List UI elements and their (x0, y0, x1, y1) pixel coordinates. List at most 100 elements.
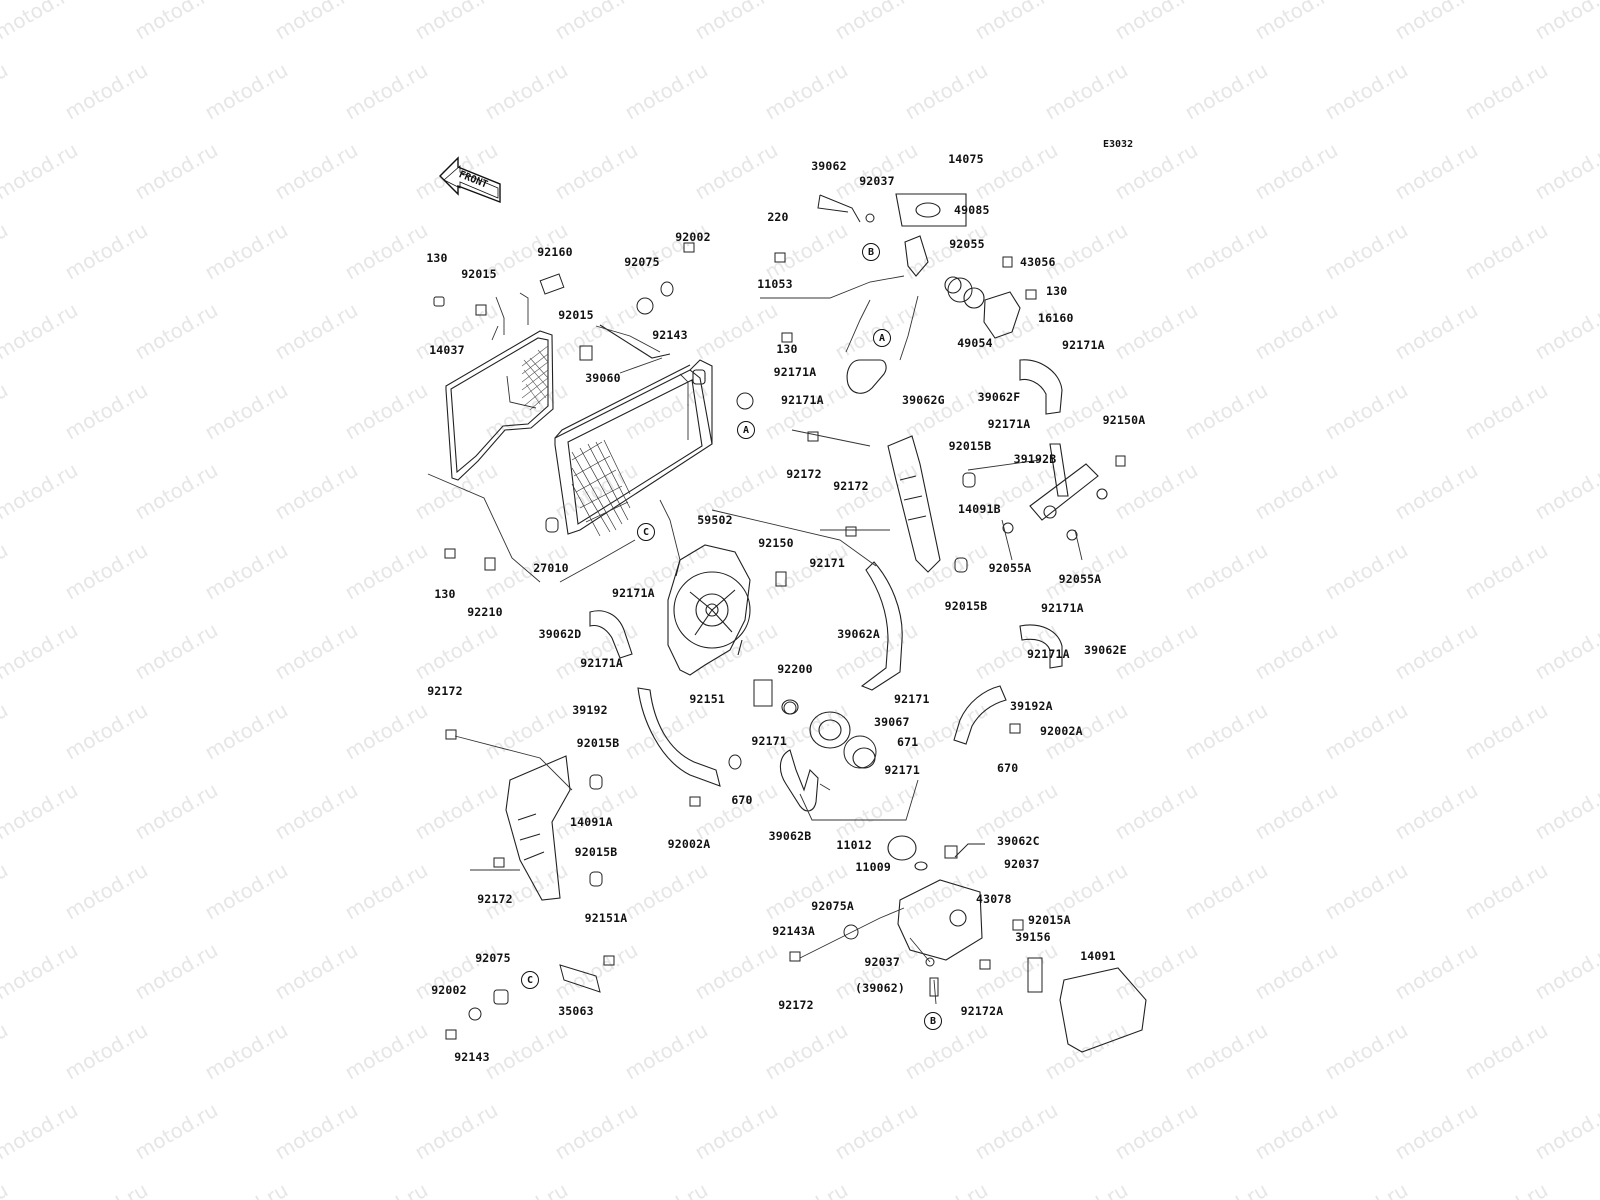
cover-slots-b (899, 475, 927, 521)
callout-a-left: A (737, 421, 755, 439)
part-label-14091a: 14091A (570, 815, 613, 829)
callout-b-top: B (862, 243, 880, 261)
radiator-part (554, 359, 713, 535)
part-label-39062c: 39062C (997, 834, 1040, 848)
part-label-92002-1: 92002 (675, 230, 711, 244)
part-label-92015b-1: 92015B (948, 439, 992, 453)
radiator-core (571, 439, 631, 537)
screen-mesh (521, 345, 549, 411)
part-label-49054: 49054 (957, 336, 993, 350)
part-label-14037: 14037 (429, 343, 465, 357)
part-label-43078: 43078 (976, 892, 1012, 906)
part-label-92210: 92210 (467, 605, 503, 619)
part-label-39192b: 39192B (1013, 452, 1057, 466)
part-label-92200: 92200 (777, 662, 813, 676)
part-label-92171a-l1: 92171A (612, 586, 655, 600)
part-label-92143a: 92143A (772, 924, 815, 938)
part-label-39156: 39156 (1015, 930, 1051, 944)
hose-39062e (1019, 624, 1063, 669)
part-label-39067: 39067 (874, 715, 910, 729)
part-label-49085: 49085 (954, 203, 990, 217)
part-label-11009: 11009 (855, 860, 891, 874)
part-label-92171a-r4: 92171A (1027, 647, 1070, 661)
part-label-14091b: 14091B (958, 502, 1001, 516)
part-label-130-center: 130 (776, 342, 798, 356)
part-label-92055a-2: 92055A (1058, 572, 1102, 586)
callout-b-bottom: B (924, 1012, 942, 1030)
part-label-92037-top: 92037 (859, 174, 895, 188)
hose-39062a (860, 561, 903, 691)
part-label-92037-c: 92037 (864, 955, 900, 969)
cooling-fan-part (667, 544, 751, 676)
part-label-14091: 14091 (1080, 949, 1116, 963)
part-label-92037-b: 92037 (1004, 857, 1040, 871)
hardware-fasteners (433, 194, 1126, 1040)
part-label-92171-d: 92171 (884, 763, 920, 777)
reservoir-tank-part (887, 835, 983, 961)
part-label-92015a: 92015A (1028, 913, 1071, 927)
part-label-92171a-c2: 92171A (781, 393, 824, 407)
part-label-92151: 92151 (689, 692, 725, 706)
radiator-screen-part (445, 330, 554, 481)
part-label-92143-2: 92143 (454, 1050, 490, 1064)
part-label-92002-2: 92002 (431, 983, 467, 997)
part-label-92015b-left2: 92015B (574, 845, 618, 859)
hose-39192a (953, 685, 1007, 745)
part-label-39062-paren: (39062) (855, 981, 905, 995)
part-label-670-l: 670 (731, 793, 753, 807)
part-label-39192a: 39192A (1010, 699, 1053, 713)
part-label-35063: 35063 (558, 1004, 594, 1018)
cover-slots-a (517, 813, 545, 861)
diagram-code: E3032 (1103, 139, 1134, 150)
part-label-92172-2: 92172 (833, 479, 869, 493)
part-label-11012: 11012 (836, 838, 872, 852)
part-label-39062g: 39062G (902, 393, 945, 407)
part-label-92171: 92171 (809, 556, 845, 570)
part-label-39062e: 39062E (1084, 643, 1127, 657)
hose-39062b (779, 749, 819, 812)
part-label-43056: 43056 (1020, 255, 1056, 269)
part-label-92075-2: 92075 (475, 951, 511, 965)
part-label-130-left1: 130 (426, 251, 448, 265)
leader-lines (427, 275, 1083, 1005)
part-label-92150: 92150 (758, 536, 794, 550)
part-label-92172-b: 92172 (778, 998, 814, 1012)
cover-14091 (1059, 967, 1147, 1053)
part-label-92171-b: 92171 (894, 692, 930, 706)
part-label-92172a: 92172A (960, 1004, 1004, 1018)
part-label-130-right: 130 (1046, 284, 1068, 298)
hose-39192 (637, 687, 721, 787)
thermostat-housing-part (944, 276, 1021, 339)
filler-neck-part (895, 193, 967, 277)
part-label-39062f: 39062F (977, 390, 1021, 404)
hose-39062g (846, 359, 887, 394)
side-cover-14091a (505, 755, 571, 901)
part-label-92151a: 92151A (584, 911, 628, 925)
part-label-92075a: 92075A (811, 899, 854, 913)
part-label-92172-left1: 92172 (427, 684, 463, 698)
part-label-92002a-r: 92002A (1040, 724, 1083, 738)
part-label-39060: 39060 (585, 371, 621, 385)
part-label-92171a-r3: 92171A (1041, 601, 1084, 615)
part-label-92015-left2: 92015 (558, 308, 594, 322)
part-label-39062: 39062 (811, 159, 847, 173)
part-label-92171a-c1: 92171A (773, 365, 817, 379)
part-label-671: 671 (897, 735, 919, 749)
front-direction-arrow: FRONT (439, 156, 501, 204)
part-label-92171-c: 92171 (751, 734, 787, 748)
part-label-92002a-l: 92002A (667, 837, 711, 851)
part-label-59502: 59502 (697, 513, 733, 527)
part-label-39062a: 39062A (837, 627, 880, 641)
part-label-27010: 27010 (533, 561, 569, 575)
part-label-92143-1: 92143 (652, 328, 688, 342)
part-label-39062b: 39062B (768, 829, 812, 843)
part-label-92171a-r2: 92171A (987, 417, 1031, 431)
part-label-11053: 11053 (757, 277, 793, 291)
part-label-92075-1: 92075 (624, 255, 660, 269)
callout-c-bottom: C (521, 971, 539, 989)
part-label-92015-left1: 92015 (461, 267, 497, 281)
part-label-220: 220 (767, 210, 789, 224)
leader-bracket (599, 324, 671, 359)
part-label-92172-left2: 92172 (477, 892, 513, 906)
